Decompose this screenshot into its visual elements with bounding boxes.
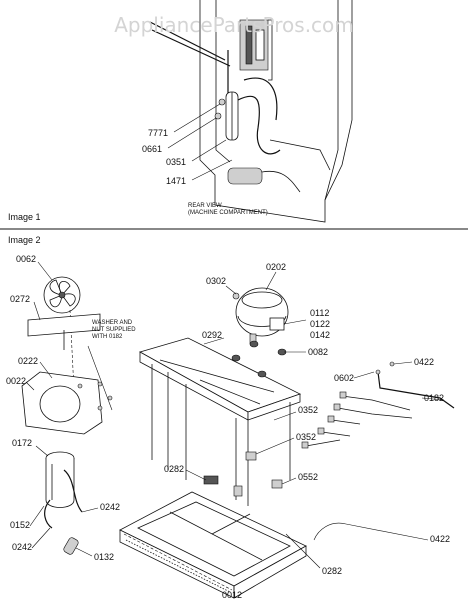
grommet-left — [231, 354, 241, 362]
part-label: 0142 — [310, 330, 330, 340]
part-label: 0422 — [414, 357, 434, 367]
part-label: 0222 — [18, 356, 38, 366]
part-label: 0152 — [10, 520, 30, 530]
image2-panel: Image 2 — [6, 235, 455, 600]
part-label: 0352 — [296, 432, 316, 442]
part-label: 0112 — [310, 308, 329, 318]
part-label: 1471 — [166, 176, 186, 186]
part-label: 0012 — [222, 590, 242, 600]
part-label: 0302 — [206, 276, 226, 286]
wire-harness — [301, 361, 455, 449]
washer-note: WASHER AND — [92, 320, 133, 326]
part-label: 0062 — [16, 254, 36, 264]
washer-note-3: WITH 0182 — [92, 334, 123, 340]
part-label: 0242 — [100, 502, 120, 512]
rear-view-caption: REAR VIEW — [188, 203, 222, 209]
floor-edge — [269, 139, 331, 171]
cabinet-outline — [199, 0, 353, 223]
part-label: 0132 — [94, 552, 114, 562]
image1-label: Image 1 — [8, 212, 41, 222]
base-pan — [119, 491, 307, 599]
screw-7771 — [218, 98, 226, 106]
compressor-body — [227, 167, 263, 185]
control-box-terminal — [245, 25, 253, 65]
condenser — [138, 337, 302, 506]
compressor — [235, 287, 289, 345]
part-label: 0122 — [310, 319, 330, 329]
rear-view-caption-2: (MACHINE COMPARTMENT) — [188, 210, 268, 216]
screw-0661 — [214, 112, 222, 120]
capacitor-0132 — [63, 537, 79, 555]
part-label: 0172 — [12, 438, 32, 448]
part-label: 7771 — [148, 128, 168, 138]
part-label: 0602 — [334, 373, 354, 383]
fan-motor — [44, 451, 83, 529]
fan-blade — [43, 276, 81, 314]
part-label: 0282 — [164, 464, 184, 474]
image2-label: Image 2 — [8, 235, 41, 245]
part-label: 0082 — [308, 347, 328, 357]
part-label: 0242 — [12, 542, 32, 552]
part-label: 0272 — [10, 294, 30, 304]
fan-bracket — [27, 313, 101, 337]
washer-note-2: NUT SUPPLIED — [92, 327, 136, 333]
part-label: 0351 — [166, 157, 186, 167]
grommet-mid — [257, 370, 267, 378]
part-label: 0661 — [142, 144, 162, 154]
compressor-line — [261, 170, 301, 193]
part-label: 0552 — [298, 472, 318, 482]
part-label: 0352 — [298, 405, 318, 415]
part-label: 0422 — [430, 534, 450, 544]
part-label: 0182 — [424, 393, 444, 403]
tube-left — [149, 21, 226, 61]
control-box-label — [255, 29, 265, 61]
part-label: 0022 — [6, 376, 26, 386]
image1-panel: 7771 0661 0351 1471 REAR VIEW (MACHINE C… — [8, 0, 353, 223]
part-label: 0202 — [266, 262, 286, 272]
clip-0552 — [271, 479, 283, 489]
drier-tube — [237, 95, 281, 155]
control-bracket — [268, 19, 273, 81]
cabinet-inner-edge — [215, 0, 231, 163]
shroud-opening — [39, 385, 81, 423]
bracket-0282 — [233, 485, 243, 497]
clip-0352 — [245, 451, 257, 461]
watermark: AppliancePartsPros.com — [114, 13, 354, 37]
bolt-0302 — [232, 292, 240, 300]
part-label: 0282 — [322, 566, 342, 576]
tube-left-2 — [151, 29, 231, 67]
cabinet-edge — [324, 0, 339, 201]
loop-tube — [243, 77, 278, 121]
pad-0282 — [203, 475, 219, 485]
grommet-top — [249, 340, 259, 348]
part-label: 0292 — [202, 330, 222, 340]
